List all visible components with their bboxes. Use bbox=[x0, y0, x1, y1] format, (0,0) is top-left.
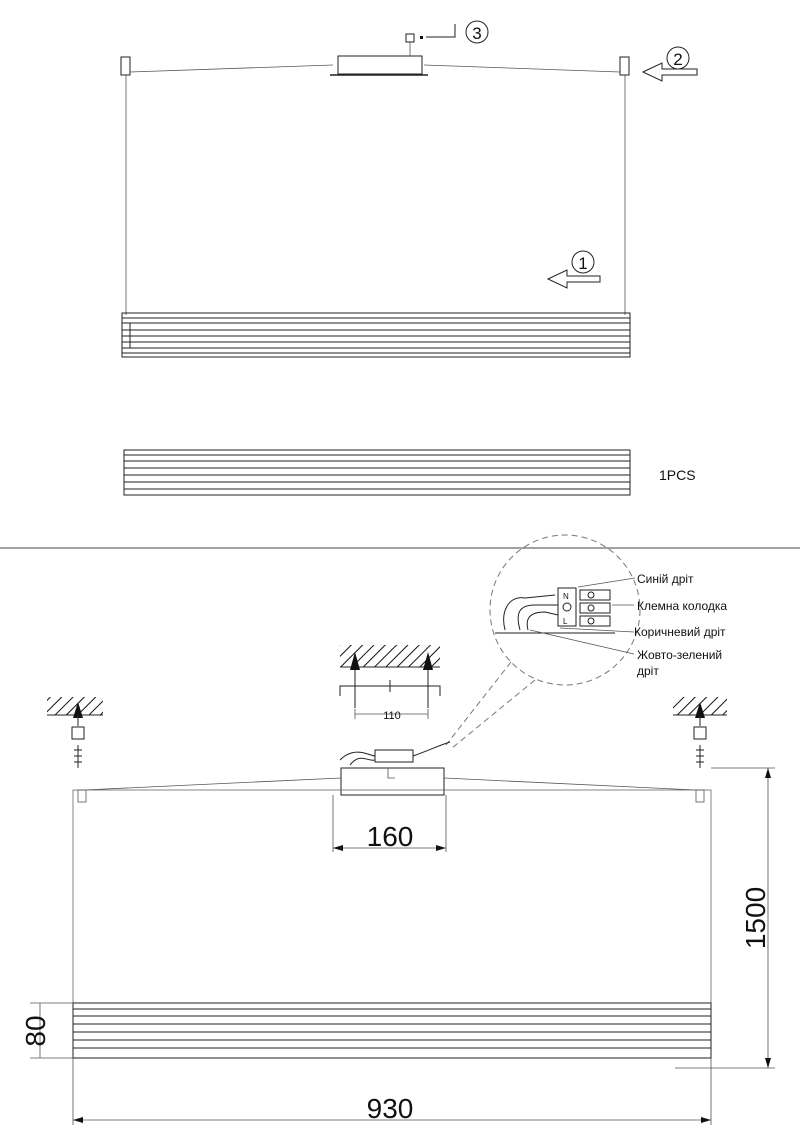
panel-height-dimension: 80 bbox=[20, 1015, 51, 1046]
mount-spacing-dimension: 110 bbox=[383, 710, 401, 722]
led-panel bbox=[72, 1002, 712, 1059]
top-assembly-view: 3 2 1 1PCS bbox=[120, 20, 698, 496]
height-dimension: 1500 bbox=[740, 887, 771, 949]
led-panel bbox=[121, 312, 631, 358]
arrow-icon bbox=[546, 269, 601, 289]
callout-2: 2 bbox=[673, 50, 682, 69]
terminal-l: L bbox=[563, 617, 568, 626]
terminal-n: N bbox=[563, 592, 569, 601]
blue-wire-label: Синій дріт bbox=[637, 572, 694, 586]
quantity-label: 1PCS bbox=[659, 467, 696, 483]
install-view: 110 N L Синій дріт Клемна колодка Коричн… bbox=[20, 534, 775, 1125]
hex-key-icon bbox=[426, 24, 456, 38]
driver-mount-box bbox=[340, 767, 445, 796]
terminal-block-label: Клемна колодка bbox=[637, 599, 727, 613]
arrow-icon bbox=[641, 62, 698, 82]
wiring-detail bbox=[495, 587, 615, 634]
callout-1: 1 bbox=[578, 254, 587, 273]
yellow-green-wire-label: Жовто-зелений bbox=[637, 648, 722, 662]
driver-width-dimension: 160 bbox=[367, 821, 414, 852]
callout-3: 3 bbox=[472, 24, 481, 43]
yellow-green-wire-label-2: дріт bbox=[637, 664, 659, 678]
width-dimension: 930 bbox=[367, 1093, 414, 1124]
led-panel-spare bbox=[123, 449, 631, 496]
brown-wire-label: Коричневий дріт bbox=[634, 625, 726, 639]
driver-box bbox=[337, 55, 423, 75]
